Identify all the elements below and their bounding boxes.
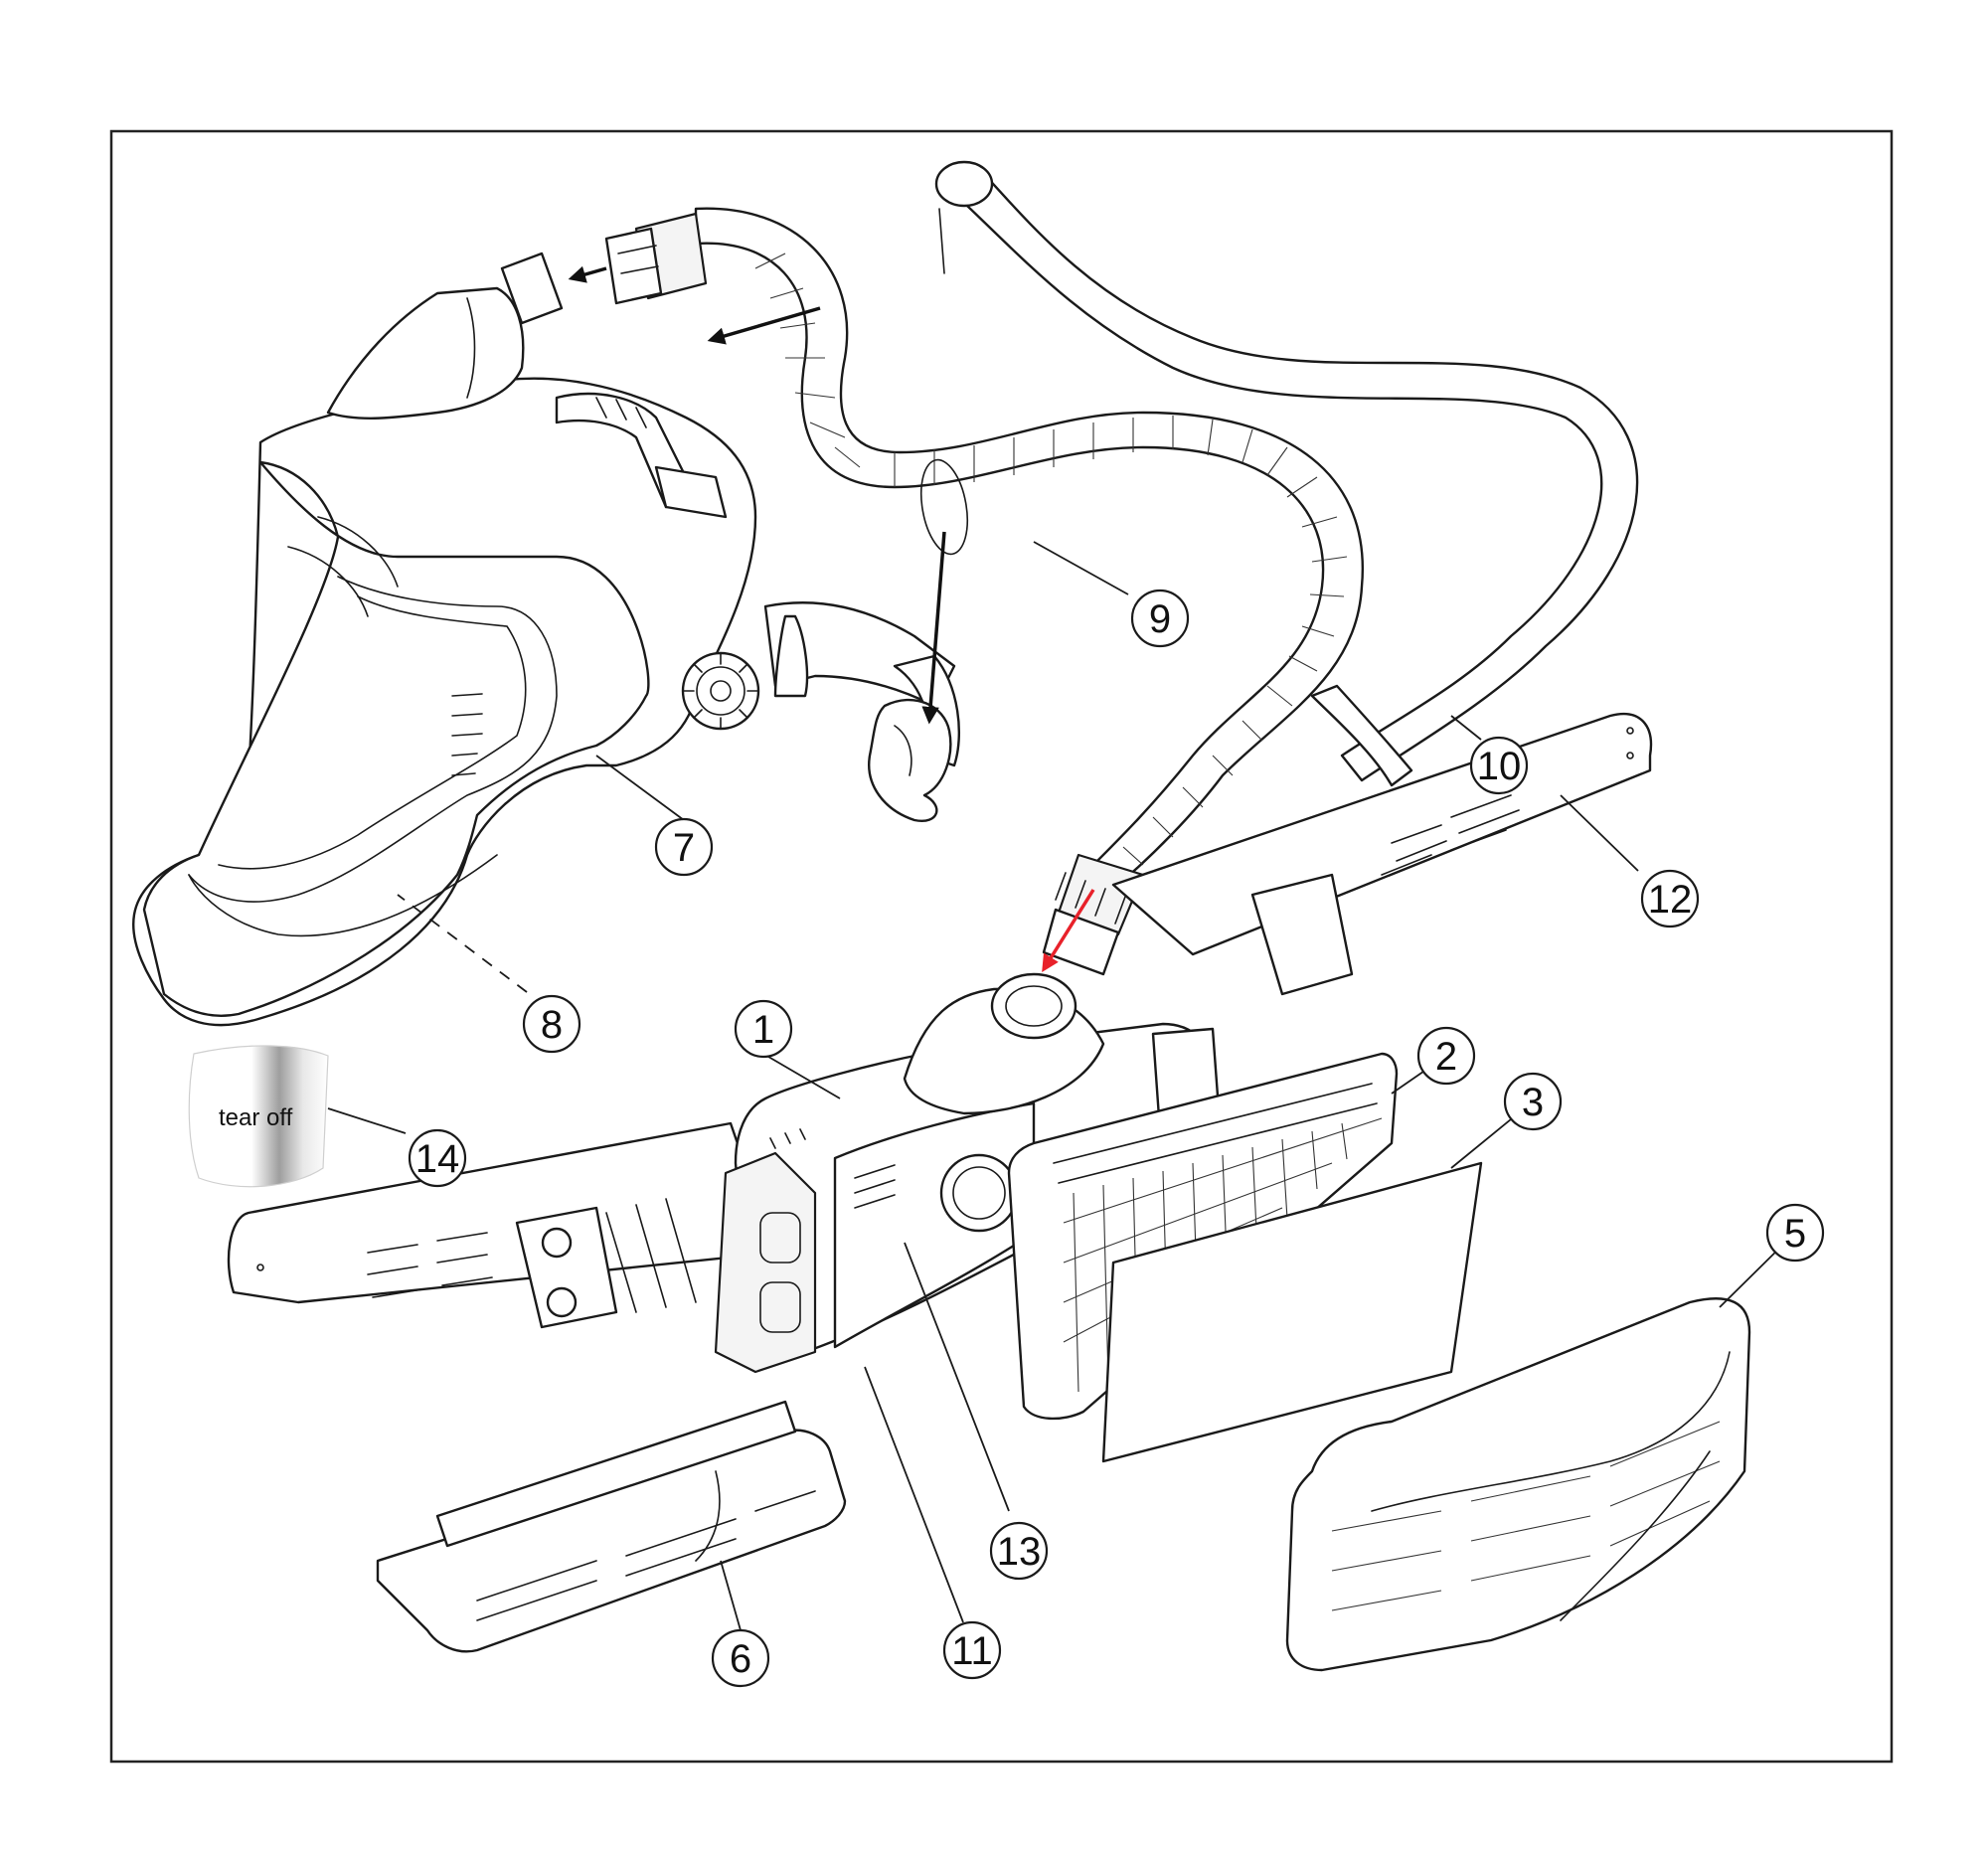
welding-helmet-7: [132, 252, 960, 1027]
callout-5: 5: [1765, 1203, 1825, 1263]
corrugated-hose-9: [604, 207, 1365, 976]
breathing-tube-10: [934, 160, 1639, 787]
callout-11: 11: [942, 1620, 1002, 1680]
callout-6-label: 6: [730, 1637, 751, 1681]
callout-14-label: 14: [415, 1137, 460, 1181]
callout-12-label: 12: [1648, 878, 1693, 922]
callout-7-label: 7: [673, 826, 695, 870]
blower-unit-1: [227, 972, 1225, 1374]
filter-sheet-3: [1101, 1161, 1483, 1463]
callout-5-label: 5: [1784, 1212, 1806, 1256]
diagram-frame: [109, 129, 1894, 1764]
callout-3: 3: [1503, 1072, 1563, 1131]
callout-8: 8: [522, 994, 581, 1054]
callout-7: 7: [654, 817, 714, 877]
callout-10: 10: [1469, 736, 1529, 795]
battery-pack-6: [376, 1400, 847, 1653]
arrow-hose-clip: [921, 531, 946, 725]
callout-6: 6: [711, 1628, 770, 1688]
callout-9-label: 9: [1149, 597, 1171, 641]
callout-10-label: 10: [1477, 745, 1522, 788]
callout-1-label: 1: [752, 1008, 774, 1052]
tear-off-lens-14: tear off: [188, 1045, 329, 1188]
callout-13-label: 13: [997, 1530, 1042, 1574]
callout-8-label: 8: [541, 1003, 563, 1047]
arrow-hose-to-helmet: [568, 265, 607, 283]
callout-2: 2: [1416, 1026, 1476, 1086]
callout-2-label: 2: [1435, 1035, 1457, 1079]
callout-14: 14: [408, 1128, 467, 1188]
tear-off-label: tear off: [219, 1104, 293, 1131]
arrow-hose-direction: [707, 306, 821, 345]
callout-12: 12: [1640, 869, 1700, 928]
filter-cover-5: [1285, 1297, 1751, 1672]
airflow-arrow: [1042, 889, 1095, 972]
callout-1: 1: [734, 999, 793, 1059]
callout-3-label: 3: [1522, 1081, 1544, 1124]
callout-11-label: 11: [951, 1629, 993, 1673]
callout-13: 13: [989, 1521, 1049, 1581]
callout-9: 9: [1130, 589, 1190, 648]
